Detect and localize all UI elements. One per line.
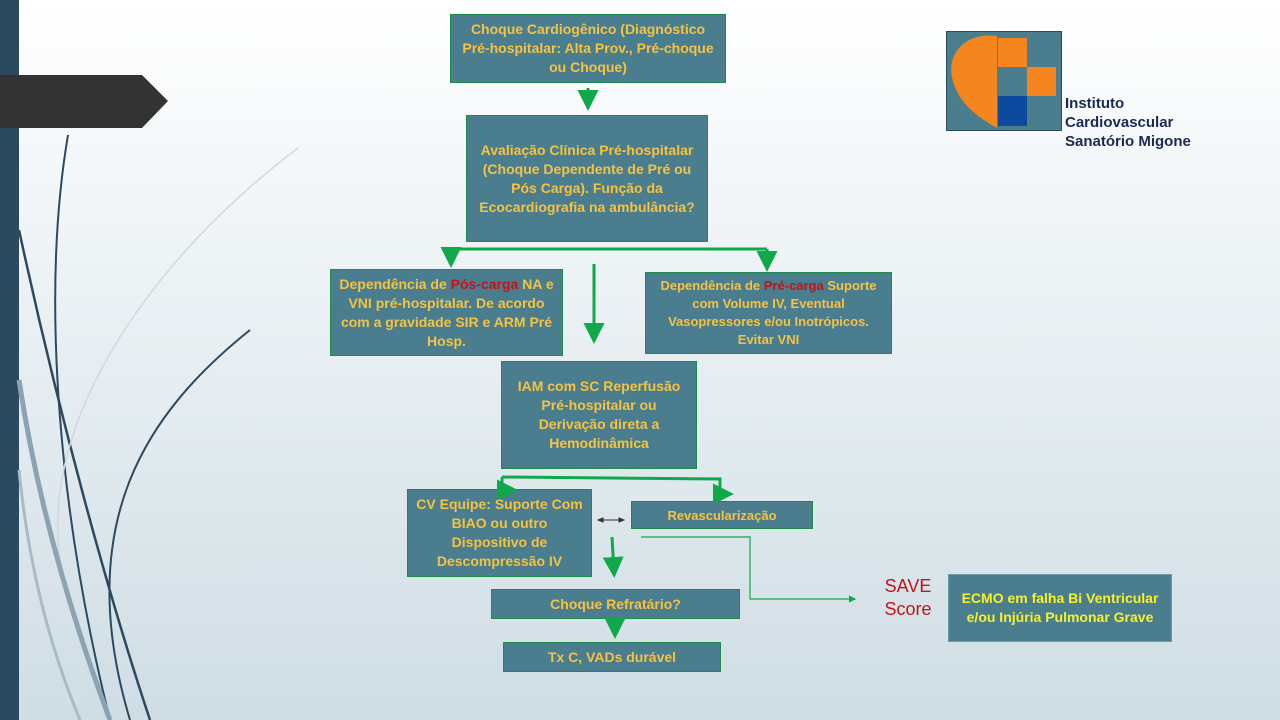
- left-accent-bar: [0, 0, 19, 720]
- pre-carga-prefix: Dependência de: [660, 278, 764, 293]
- box-cv-equipe-text: CV Equipe: Suporte Com BIAO ou outro Dis…: [416, 496, 583, 569]
- pos-carga-prefix: Dependência de: [339, 275, 451, 292]
- box-avaliacao-clinica: Avaliação Clínica Pré-hospitalar (Choque…: [466, 115, 708, 242]
- heart-logo-icon: [951, 35, 1056, 129]
- institute-name-line2: Cardiovascular: [1065, 114, 1174, 131]
- pre-carga-rest: Suporte com Volume IV, Eventual Vasopres…: [668, 278, 877, 347]
- box-cv-equipe: CV Equipe: Suporte Com BIAO ou outro Dis…: [407, 489, 592, 577]
- box-ecmo: ECMO em falha Bi Ventricular e/ou Injúri…: [948, 574, 1172, 642]
- pre-carga-term: Pré-carga: [763, 278, 824, 293]
- box-iam-com-sc: IAM com SC Reperfusão Pré-hospitalar ou …: [501, 361, 697, 469]
- box-choque-refratario-text: Choque Refratário?: [550, 595, 681, 612]
- save-score-line1: SAVE: [884, 576, 932, 596]
- box-dependencia-pre-carga-text: Dependência de Pré-carga Suporte com Vol…: [652, 277, 885, 349]
- institute-name: Instituto Cardiovascular Sanatório Migon…: [1065, 94, 1191, 151]
- institute-name-line3: Sanatório Migone: [1065, 133, 1191, 150]
- institute-logo: [946, 31, 1062, 131]
- box-txc-vads: Tx C, VADs durável: [503, 642, 721, 672]
- box-ecmo-text: ECMO em falha Bi Ventricular e/ou Injúri…: [961, 590, 1159, 625]
- box-dependencia-pos-carga: Dependência de Pós-carga NA e VNI pré-ho…: [330, 269, 563, 356]
- box-txc-vads-text: Tx C, VADs durável: [547, 648, 677, 665]
- save-score-label: SAVE Score: [868, 575, 948, 621]
- box-dependencia-pre-carga: Dependência de Pré-carga Suporte com Vol…: [645, 272, 892, 354]
- box-choque-cardiogenico: Choque Cardiogênico (Diagnóstico Pré-hos…: [450, 14, 726, 83]
- pos-carga-rest: NA e VNI pré-hospitalar. De acordo com a…: [340, 275, 554, 349]
- box-dependencia-pos-carga-text: Dependência de Pós-carga NA e VNI pré-ho…: [337, 275, 556, 351]
- box-choque-refratario: Choque Refratário?: [491, 589, 740, 619]
- box-avaliacao-clinica-text: Avaliação Clínica Pré-hospitalar (Choque…: [479, 141, 695, 215]
- institute-name-line1: Instituto: [1065, 95, 1125, 112]
- title-tab-shape: [0, 75, 168, 128]
- box-revascularizacao-text: Revascularização: [667, 507, 777, 523]
- box-revascularizacao: Revascularização: [631, 501, 813, 529]
- pos-carga-term: Pós-carga: [450, 275, 519, 292]
- box-choque-cardiogenico-text: Choque Cardiogênico (Diagnóstico Pré-hos…: [462, 21, 714, 75]
- box-iam-com-sc-text: IAM com SC Reperfusão Pré-hospitalar ou …: [517, 378, 681, 451]
- decorative-curves: [16, 134, 299, 720]
- save-score-line2: Score: [884, 599, 932, 619]
